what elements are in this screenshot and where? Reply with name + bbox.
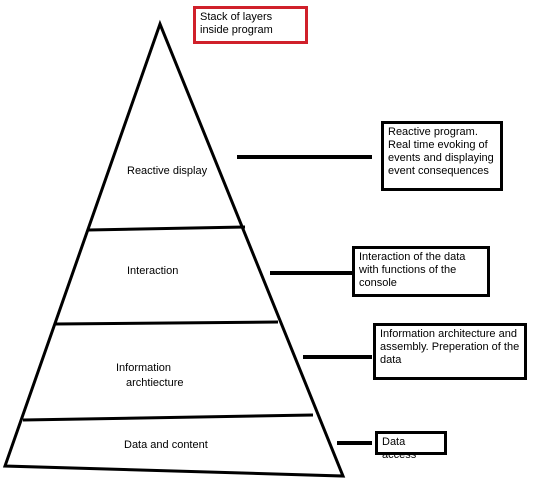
- note-interaction: Interaction of the data with functions o…: [352, 246, 490, 297]
- tier-divider-1: [87, 225, 246, 232]
- layer-label-reactive-display: Reactive display: [127, 165, 208, 177]
- pyramid-outline: [2, 19, 346, 478]
- title-note: Stack of layers inside program: [193, 6, 308, 44]
- layer-label-information-architecture: Information archtiecture: [116, 362, 183, 389]
- note-data-access: Data access: [375, 431, 447, 461]
- layer-label-interaction: Interaction: [127, 265, 178, 277]
- layer-label-data-and-content: Data and content: [124, 439, 208, 451]
- note-information-architecture: Information architecture and assembly. P…: [373, 323, 527, 380]
- tier-divider-3: [22, 413, 314, 422]
- note-reactive-program: Reactive program. Real time evoking of e…: [381, 121, 503, 191]
- tier-divider-2: [54, 320, 279, 326]
